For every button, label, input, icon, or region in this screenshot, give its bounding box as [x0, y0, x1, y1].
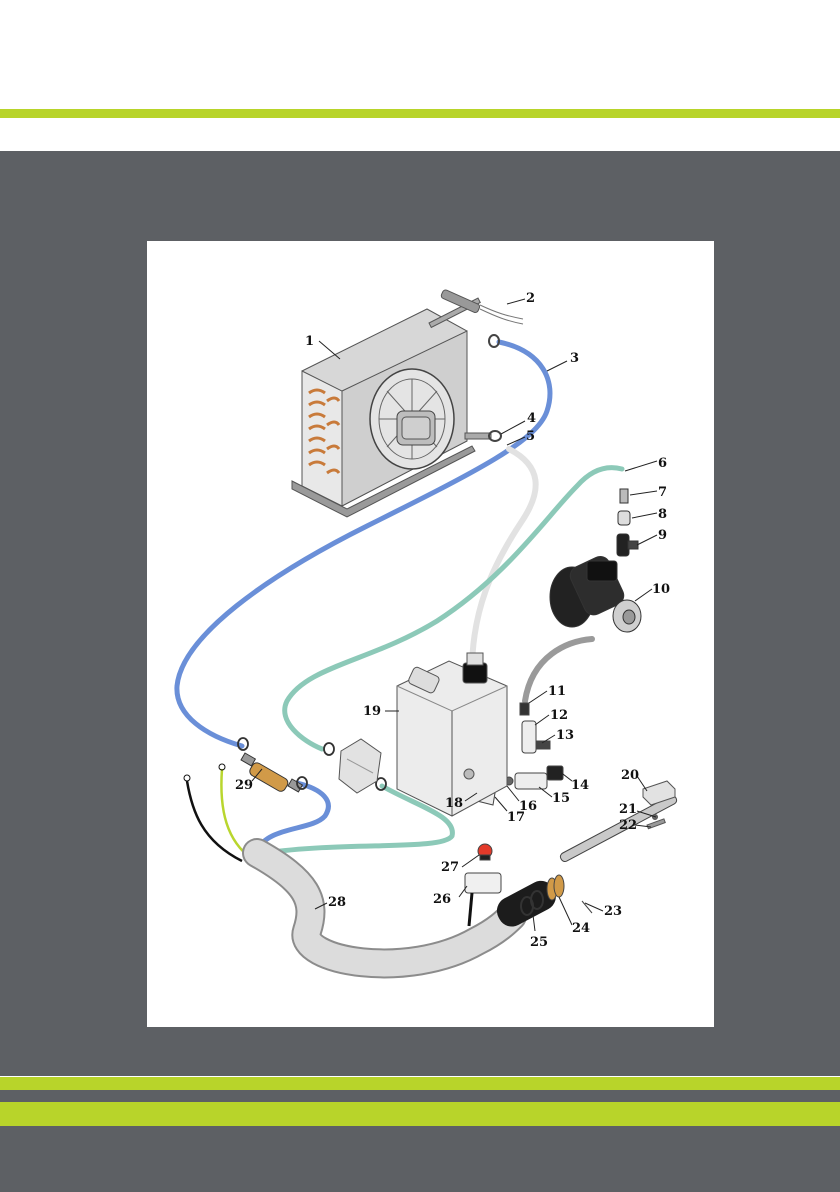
callout-23: 23 — [604, 904, 622, 919]
callout-7: 7 — [658, 485, 667, 500]
fittings-7-8-9 — [617, 489, 638, 556]
callout-24: 24 — [572, 921, 590, 936]
callout-9: 9 — [658, 528, 667, 543]
callout-28: 28 — [328, 895, 346, 910]
callout-27: 27 — [441, 860, 459, 875]
page-top-area — [0, 0, 840, 110]
exploded-parts-diagram: 1 2 3 4 5 6 7 8 9 10 11 12 13 14 15 16 1… — [147, 241, 714, 1027]
callout-4: 4 — [527, 411, 536, 426]
callout-20: 20 — [621, 768, 639, 783]
radiator-condenser — [292, 298, 491, 517]
callout-22: 22 — [619, 818, 637, 833]
callout-14: 14 — [571, 778, 589, 793]
callout-2: 2 — [526, 291, 535, 306]
callout-13: 13 — [556, 728, 574, 743]
callout-5: 5 — [526, 429, 535, 444]
bottom-accent-bar-1 — [0, 1077, 840, 1090]
callout-25: 25 — [530, 935, 548, 950]
callout-6: 6 — [658, 456, 667, 471]
black-cable — [187, 781, 242, 861]
callout-15: 15 — [552, 791, 570, 806]
callout-18: 18 — [445, 796, 463, 811]
callout-8: 8 — [658, 507, 667, 522]
callout-21: 21 — [619, 802, 637, 817]
callout-17: 17 — [507, 810, 525, 825]
water-canister — [397, 653, 507, 816]
temperature-probe — [440, 289, 523, 324]
top-accent-bar — [0, 109, 840, 118]
white-hose — [472, 449, 536, 671]
o-ring — [324, 743, 334, 755]
callout-3: 3 — [570, 351, 579, 366]
bottom-dark-gap — [0, 1090, 840, 1102]
callout-10: 10 — [652, 582, 670, 597]
bottom-dark-footer — [0, 1126, 840, 1192]
callout-11: 11 — [548, 684, 566, 699]
callout-12: 12 — [550, 708, 568, 723]
callout-29: 29 — [235, 778, 253, 793]
callout-26: 26 — [433, 892, 451, 907]
bottom-accent-bar-2 — [0, 1102, 840, 1126]
water-pump — [550, 553, 641, 632]
callout-1: 1 — [305, 334, 314, 349]
electrode-assembly — [547, 794, 678, 913]
flow-switch — [339, 739, 381, 793]
blue-hose-lower — [257, 783, 328, 851]
callout-19: 19 — [363, 704, 381, 719]
